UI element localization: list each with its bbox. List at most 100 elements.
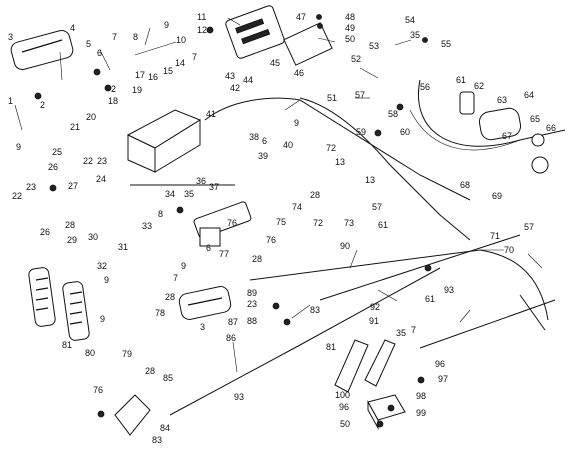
callout-7: 7: [192, 52, 197, 62]
callout-85: 85: [163, 373, 173, 383]
callout-34: 34: [165, 189, 175, 199]
callout-35: 35: [410, 30, 420, 40]
callout-9: 9: [16, 142, 21, 152]
pedal-pad-top-left: [10, 30, 74, 70]
callout-10: 10: [176, 35, 186, 45]
callout-91: 91: [369, 316, 379, 326]
callout-8: 8: [133, 32, 138, 42]
callout-77: 77: [219, 249, 229, 259]
bracket-bottom-right: [367, 394, 406, 430]
callout-58: 58: [388, 109, 398, 119]
callout-43: 43: [225, 71, 235, 81]
callout-44: 44: [243, 75, 253, 85]
callout-62: 62: [474, 81, 484, 91]
callout-26: 26: [40, 227, 50, 237]
callout-33: 33: [142, 221, 152, 231]
callout-59: 59: [356, 127, 366, 137]
callout-70: 70: [504, 245, 514, 255]
callout-28: 28: [310, 190, 320, 200]
callout-72: 72: [313, 218, 323, 228]
callout-80: 80: [85, 348, 95, 358]
callout-64: 64: [524, 90, 534, 100]
callout-13: 13: [335, 157, 345, 167]
callout-92: 92: [370, 302, 380, 312]
callout-89: 89: [247, 288, 257, 298]
callout-65: 65: [530, 114, 540, 124]
callout-3: 3: [8, 32, 13, 42]
callout-83: 83: [310, 305, 320, 315]
callout-28: 28: [145, 366, 155, 376]
callout-15: 15: [163, 66, 173, 76]
callout-86: 86: [226, 333, 236, 343]
callout-24: 24: [96, 174, 106, 184]
callout-98: 98: [416, 391, 426, 401]
callout-9: 9: [164, 20, 169, 30]
callout-72: 72: [326, 143, 336, 153]
callout-61: 61: [456, 75, 466, 85]
callout-57: 57: [372, 202, 382, 212]
callout-87: 87: [228, 317, 238, 327]
callout-76: 76: [227, 218, 237, 228]
pedal-pad-top-right: [225, 5, 333, 66]
callout-57: 57: [355, 90, 365, 100]
callout-52: 52: [351, 54, 361, 64]
callout-38: 38: [249, 132, 259, 142]
callout-9: 9: [294, 118, 299, 128]
right-pedal: [62, 281, 90, 341]
callout-42: 42: [230, 83, 240, 93]
callout-6: 6: [206, 243, 211, 253]
callout-30: 30: [88, 232, 98, 242]
callout-14: 14: [175, 58, 185, 68]
callout-76: 76: [93, 385, 103, 395]
small-fasteners: [34, 14, 432, 428]
callout-83: 83: [152, 435, 162, 445]
callout-96: 96: [435, 359, 445, 369]
callout-21: 21: [70, 122, 80, 132]
callout-7: 7: [173, 273, 178, 283]
callout-9: 9: [100, 314, 105, 324]
callout-96: 96: [339, 402, 349, 412]
callout-41: 41: [206, 109, 216, 119]
callout-76: 76: [266, 235, 276, 245]
left-pedal: [28, 267, 56, 327]
drum-assembly: [418, 79, 566, 174]
callout-39: 39: [258, 151, 268, 161]
callout-88: 88: [247, 316, 257, 326]
callout-66: 66: [546, 123, 556, 133]
callout-12: 12: [197, 25, 207, 35]
callout-45: 45: [270, 58, 280, 68]
callout-28: 28: [65, 220, 75, 230]
callout-61: 61: [378, 220, 388, 230]
callout-69: 69: [492, 191, 502, 201]
callout-labels: 1 2 2 3 3 4 5 6 6 6 7 7 7 7 8 8 9 9 9 9 …: [8, 12, 556, 445]
callout-27: 27: [68, 181, 78, 191]
callout-28: 28: [252, 254, 262, 264]
callout-36: 36: [196, 176, 206, 186]
callout-47: 47: [296, 12, 306, 22]
callout-16: 16: [148, 72, 158, 82]
callout-22: 22: [83, 156, 93, 166]
callout-48: 48: [345, 12, 355, 22]
callout-7: 7: [112, 32, 117, 42]
callout-23: 23: [247, 299, 257, 309]
callout-26: 26: [48, 162, 58, 172]
callout-28: 28: [165, 292, 175, 302]
callout-20: 20: [86, 112, 96, 122]
callout-51: 51: [327, 93, 337, 103]
callout-3: 3: [200, 322, 205, 332]
callout-84: 84: [160, 423, 170, 433]
callout-19: 19: [132, 85, 142, 95]
leader-lines: [14, 17, 543, 373]
callout-78: 78: [155, 308, 165, 318]
callout-100: 100: [335, 390, 350, 400]
callout-54: 54: [405, 15, 415, 25]
bracket-bottom-left: [114, 394, 151, 436]
callout-6: 6: [262, 136, 267, 146]
callout-61: 61: [425, 294, 435, 304]
callout-2: 2: [111, 84, 116, 94]
callout-50: 50: [345, 34, 355, 44]
callout-23: 23: [97, 156, 107, 166]
callout-60: 60: [400, 127, 410, 137]
callout-67: 67: [502, 131, 512, 141]
